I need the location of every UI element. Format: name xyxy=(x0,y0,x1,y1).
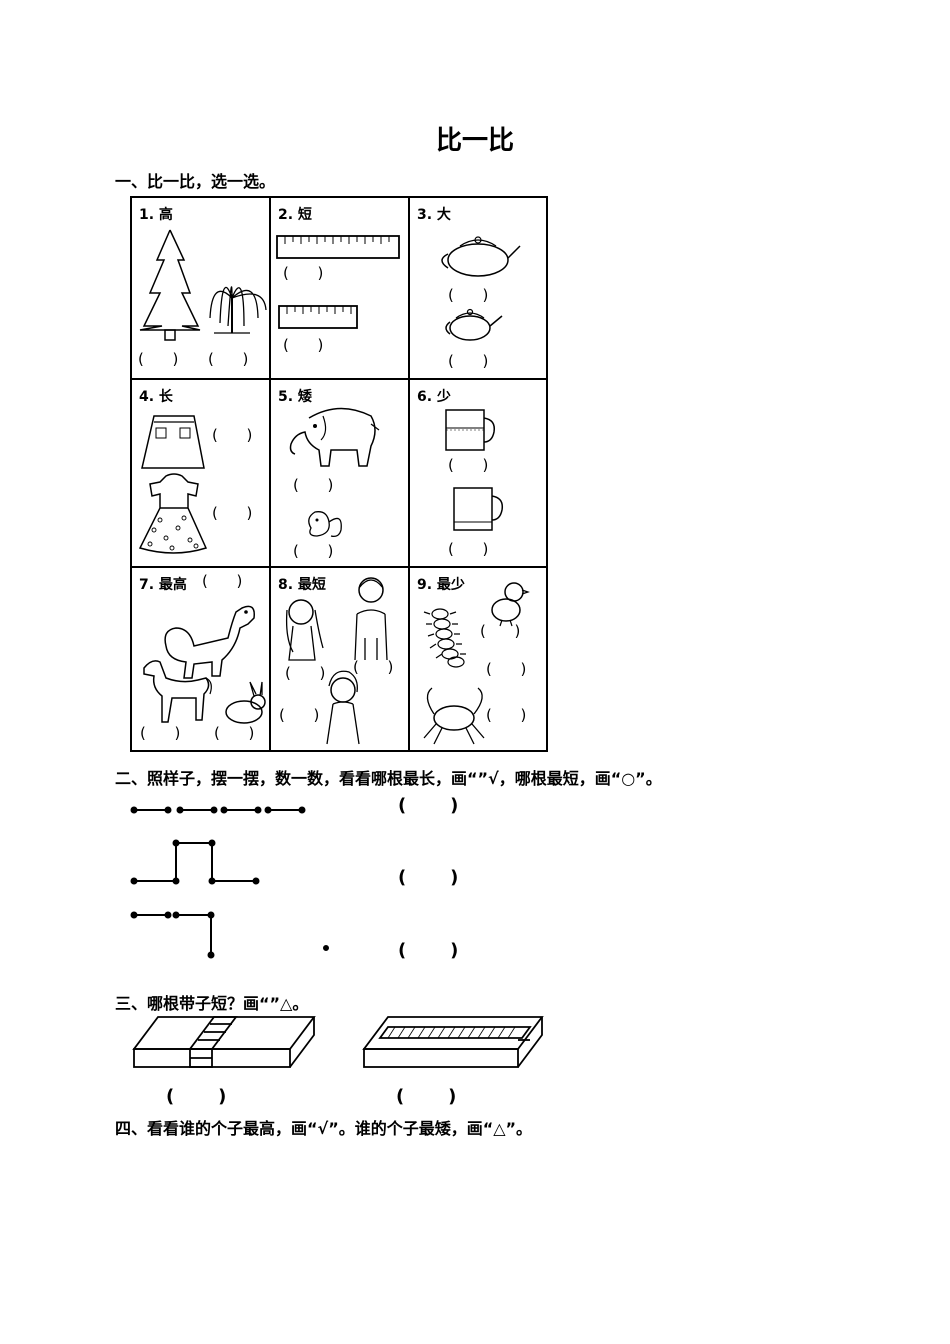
cell-6: 6. 少 ( ) ( ) xyxy=(410,380,548,568)
answer-paren[interactable]: ( ) xyxy=(398,940,459,961)
cell-8: 8. 最短 ( ) ( ) ( ) xyxy=(271,568,410,750)
page-title: 比一比 xyxy=(435,126,514,156)
answer-paren[interactable]: ( ) xyxy=(279,706,320,724)
teapot-icon xyxy=(445,308,503,341)
rabbit-icon xyxy=(225,681,266,724)
answer-paren[interactable]: ( ) xyxy=(140,724,181,742)
dress-icon xyxy=(138,473,208,554)
cell-label: 6. 少 xyxy=(417,389,451,405)
ruler-icon xyxy=(276,235,400,259)
girl-icon xyxy=(326,670,360,745)
answer-paren[interactable]: ( ) xyxy=(480,622,521,640)
dinosaur-icon xyxy=(164,605,255,679)
boy-icon xyxy=(354,577,388,661)
cell-label: 3. 大 xyxy=(417,207,451,223)
answer-paren[interactable]: ( ) xyxy=(448,540,489,558)
answer-paren[interactable]: ( ) xyxy=(448,456,489,474)
cell-label: 8. 最短 xyxy=(278,577,326,593)
cell-9: 9. 最少 ( ) ( ) ( ) xyxy=(410,568,548,750)
section-1-heading: 一、比一比，选一选。 xyxy=(115,172,276,191)
section-3-heading: 三、哪根带子短？画“”△。 xyxy=(115,994,309,1013)
tree-icon xyxy=(139,229,201,341)
answer-paren[interactable]: ( ) xyxy=(283,336,324,354)
answer-paren[interactable]: ( ) xyxy=(448,286,489,304)
ruler-icon xyxy=(278,305,358,329)
elephant-icon xyxy=(289,407,380,467)
cell-5: 5. 矮 ( ) ( ) xyxy=(271,380,410,568)
answer-paren[interactable]: ( ) xyxy=(138,350,179,368)
cup-icon xyxy=(445,409,496,451)
squirrel-icon xyxy=(308,511,342,538)
answer-paren[interactable]: ( ) xyxy=(285,664,326,682)
comparison-grid: 1. 高 ( ) ( ) 2. 短 xyxy=(130,196,548,752)
answer-paren[interactable]: ( ) xyxy=(283,264,324,282)
cell-label: 4. 长 xyxy=(139,389,173,405)
crab-icon xyxy=(423,687,485,745)
cell-1: 1. 高 ( ) ( ) xyxy=(132,198,271,380)
answer-paren[interactable]: ( ) xyxy=(293,476,334,494)
cell-4: 4. 长 ( ) ( ) xyxy=(132,380,271,568)
answer-paren[interactable]: ( ) xyxy=(202,572,243,590)
cell-7: 7. 最高 ( ) ( ) ( ) xyxy=(132,568,271,750)
girl-icon xyxy=(285,599,324,661)
teapot-icon xyxy=(441,236,521,277)
cell-label: 7. 最高 xyxy=(139,577,187,593)
answer-paren[interactable]: ( ) xyxy=(293,542,334,560)
answer-paren[interactable]: ( ) xyxy=(486,660,527,678)
cell-label: 1. 高 xyxy=(139,207,173,223)
cell-label: 9. 最少 xyxy=(417,577,465,593)
answer-paren[interactable]: ( ) xyxy=(486,706,527,724)
chick-icon xyxy=(491,582,530,627)
willow-icon xyxy=(209,286,267,334)
section-4-heading: 四、看看谁的个子最高，画“√”。谁的个子最矮，画“△”。 xyxy=(115,1119,533,1138)
answer-paren[interactable]: ( ) xyxy=(396,1086,457,1107)
cell-label: 5. 矮 xyxy=(278,389,312,405)
cup-icon xyxy=(453,487,504,531)
answer-paren[interactable]: ( ) xyxy=(398,795,459,816)
answer-paren[interactable]: ( ) xyxy=(353,658,394,676)
section-2-heading: 二、照样子，摆一摆，数一数，看看哪根最长，画“”√，哪根最短，画“○”。 xyxy=(115,769,662,788)
cell-label: 2. 短 xyxy=(278,207,312,223)
answer-paren[interactable]: ( ) xyxy=(166,1086,227,1107)
answer-paren[interactable]: ( ) xyxy=(212,504,253,522)
answer-paren[interactable]: ( ) xyxy=(398,867,459,888)
skirt-icon xyxy=(141,415,205,469)
answer-paren[interactable]: ( ) xyxy=(208,350,249,368)
horse-icon xyxy=(143,660,212,723)
answer-paren[interactable]: ( ) xyxy=(212,426,253,444)
cell-3: 3. 大 ( ) ( ) xyxy=(410,198,548,380)
centipede-icon xyxy=(423,608,466,668)
answer-paren[interactable]: ( ) xyxy=(214,724,255,742)
answer-paren[interactable]: ( ) xyxy=(448,352,489,370)
cell-2: 2. 短 ( ) ( ) xyxy=(271,198,410,380)
